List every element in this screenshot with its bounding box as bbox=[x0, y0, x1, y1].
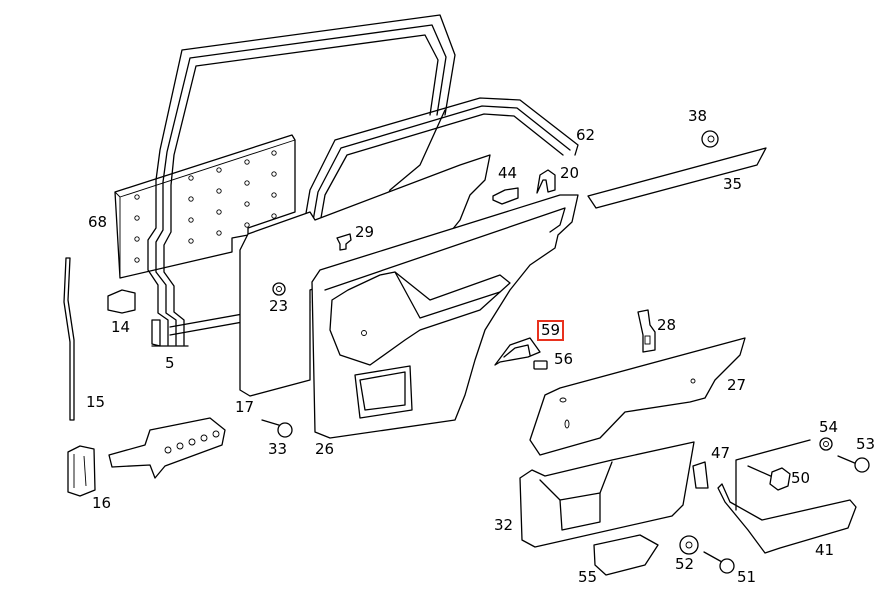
callout-16[interactable]: 16 bbox=[92, 494, 112, 512]
callout-52[interactable]: 52 bbox=[675, 555, 695, 573]
part-55-ashtray[interactable] bbox=[593, 534, 659, 576]
callout-15[interactable]: 15 bbox=[86, 393, 106, 411]
callout-29[interactable]: 29 bbox=[355, 223, 375, 241]
lock-hole bbox=[212, 430, 220, 438]
lock-hole bbox=[200, 434, 208, 442]
part-5-door-seal[interactable] bbox=[147, 14, 456, 347]
part-68-insulation-sheet[interactable] bbox=[114, 134, 296, 279]
sheet-hole bbox=[216, 167, 222, 173]
part-52-washer[interactable] bbox=[679, 535, 699, 555]
part-17-door-sheet[interactable] bbox=[239, 154, 491, 397]
part-44-clip[interactable] bbox=[492, 187, 519, 205]
callout-32[interactable]: 32 bbox=[494, 516, 514, 534]
sheet-hole bbox=[188, 238, 194, 244]
callout-20[interactable]: 20 bbox=[560, 164, 580, 182]
part-20-clip[interactable] bbox=[536, 169, 556, 194]
callout-26[interactable]: 26 bbox=[315, 440, 335, 458]
sheet-hole bbox=[244, 159, 250, 165]
part-23-grommet[interactable] bbox=[272, 282, 286, 296]
callout-50[interactable]: 50 bbox=[791, 469, 811, 487]
part-38-clip-nut[interactable] bbox=[701, 130, 719, 148]
sheet-hole bbox=[216, 230, 222, 236]
part-32-lower-panel[interactable] bbox=[519, 441, 695, 548]
callout-51[interactable]: 51 bbox=[737, 568, 757, 586]
sheet-hole bbox=[188, 175, 194, 181]
sheet-hole bbox=[134, 215, 140, 221]
callout-59-selected[interactable]: 59 bbox=[536, 320, 565, 341]
part-33-screw[interactable] bbox=[261, 419, 293, 438]
sheet-hole bbox=[271, 213, 277, 219]
part-62-window-seal[interactable] bbox=[299, 97, 579, 253]
sheet-hole bbox=[216, 209, 222, 215]
part-50-bolt[interactable] bbox=[747, 465, 791, 491]
callout-35[interactable]: 35 bbox=[723, 175, 743, 193]
lock-hole bbox=[176, 442, 184, 450]
callout-68[interactable]: 68 bbox=[88, 213, 108, 231]
part-35-trim-strip[interactable] bbox=[587, 147, 767, 209]
sheet-hole bbox=[271, 150, 277, 156]
part-28-bracket[interactable] bbox=[637, 309, 656, 353]
callout-47[interactable]: 47 bbox=[711, 444, 731, 462]
sheet-hole bbox=[188, 217, 194, 223]
lock-hole bbox=[188, 438, 196, 446]
callout-38[interactable]: 38 bbox=[688, 107, 708, 125]
sheet-hole bbox=[134, 257, 140, 263]
callout-41[interactable]: 41 bbox=[815, 541, 835, 559]
callout-27[interactable]: 27 bbox=[727, 376, 747, 394]
part-53-screw[interactable] bbox=[837, 455, 870, 473]
part-29-clip[interactable] bbox=[336, 233, 352, 251]
callout-54[interactable]: 54 bbox=[819, 418, 839, 436]
callout-56[interactable]: 56 bbox=[554, 350, 574, 368]
callout-5[interactable]: 5 bbox=[165, 354, 175, 372]
callout-28[interactable]: 28 bbox=[657, 316, 677, 334]
part-41-armrest[interactable] bbox=[717, 439, 857, 554]
callout-62[interactable]: 62 bbox=[576, 126, 596, 144]
sheet-hole bbox=[271, 192, 277, 198]
part-47-clip[interactable] bbox=[692, 461, 709, 489]
callout-33[interactable]: 33 bbox=[268, 440, 288, 458]
callout-23[interactable]: 23 bbox=[269, 297, 289, 315]
lock-hole bbox=[164, 446, 172, 454]
part-16-cap[interactable] bbox=[67, 445, 96, 497]
sheet-hole bbox=[216, 188, 222, 194]
sheet-hole bbox=[134, 194, 140, 200]
part-59-handle-bezel[interactable] bbox=[494, 337, 541, 366]
part-56-cap[interactable] bbox=[533, 360, 548, 370]
callout-44[interactable]: 44 bbox=[498, 164, 518, 182]
sheet-hole bbox=[244, 222, 250, 228]
callout-14[interactable]: 14 bbox=[111, 318, 131, 336]
sheet-hole bbox=[188, 196, 194, 202]
callout-53[interactable]: 53 bbox=[856, 435, 876, 453]
sheet-hole bbox=[271, 171, 277, 177]
part-lock-mechanism[interactable] bbox=[108, 417, 226, 479]
callout-17[interactable]: 17 bbox=[235, 398, 255, 416]
part-51-screw[interactable] bbox=[703, 551, 735, 574]
sheet-hole bbox=[134, 236, 140, 242]
part-54-washer[interactable] bbox=[819, 437, 833, 451]
part-15-rod[interactable] bbox=[63, 257, 75, 421]
part-14-clip[interactable] bbox=[107, 289, 136, 314]
sheet-hole bbox=[244, 180, 250, 186]
part-26-door-trim-panel[interactable] bbox=[311, 194, 579, 439]
part-27-panel[interactable] bbox=[529, 337, 746, 456]
callout-55[interactable]: 55 bbox=[578, 568, 598, 586]
sheet-hole bbox=[244, 201, 250, 207]
